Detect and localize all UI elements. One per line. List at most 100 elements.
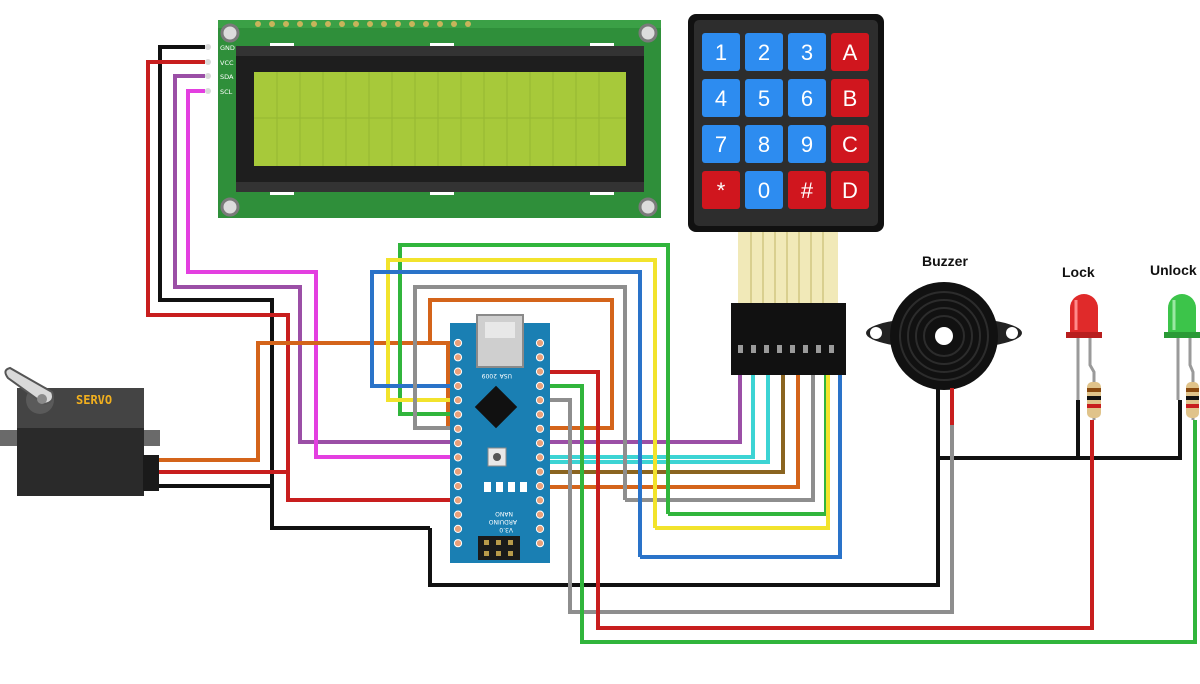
nano-pin-left-11	[453, 496, 463, 505]
nano-pin-left-6	[453, 424, 463, 433]
wire-loop-orange	[428, 298, 614, 430]
nano-pin-left-3	[453, 381, 463, 390]
nano-pin-right-13	[535, 524, 545, 534]
wire-kp-4	[540, 373, 785, 474]
keypad-key-label: 7	[715, 132, 727, 157]
nano-mcu-chip	[474, 385, 518, 429]
buzzer-label: Buzzer	[922, 253, 968, 269]
keypad-key-label: B	[843, 86, 858, 111]
nano-pin-left-10	[453, 481, 463, 491]
keypad-key-7[interactable]	[702, 125, 740, 163]
arduino-nano: USA 2009 ARDUINO NANO V3.0	[450, 314, 550, 563]
keypad-key-d[interactable]	[831, 171, 869, 209]
wire-buzzer-signal	[540, 395, 954, 614]
keypad-key-8[interactable]	[745, 125, 783, 163]
wire-lcd-sda	[173, 74, 458, 444]
nano-pin-right-3	[535, 381, 545, 390]
nano-pin-right-2	[535, 367, 545, 376]
wire-lcd-scl	[186, 89, 458, 459]
keypad-key-9[interactable]	[788, 125, 826, 163]
keypad-key-0[interactable]	[745, 171, 783, 209]
nano-pin-left-0	[453, 338, 463, 348]
lcd-hole-br	[638, 197, 658, 217]
wire-gnd-buzzer	[428, 395, 940, 587]
nano-pin-right-8	[535, 453, 545, 462]
nano-pin-headers	[453, 338, 545, 548]
nano-pin-right-12	[535, 510, 545, 519]
keypad-key-label: 4	[715, 86, 727, 111]
lock-led-bulb	[1070, 294, 1098, 335]
lcd-i2c-pins: GND VCC SDA SCL	[205, 44, 235, 96]
keypad-key-2[interactable]	[745, 33, 783, 71]
lcd-header-pins	[255, 21, 471, 27]
wire-kp-8	[655, 373, 830, 530]
lock-led: Lock	[1062, 264, 1102, 420]
nano-pin-right-14	[535, 539, 545, 548]
lcd-pin-scl: SCL	[220, 88, 233, 96]
keypad-key-label: 9	[801, 132, 813, 157]
servo-motor: SERVO	[0, 366, 160, 496]
lcd-pin-gnd: GND	[220, 44, 235, 52]
keypad-key-4[interactable]	[702, 79, 740, 117]
wire-led-ground	[938, 400, 1182, 460]
servo-label: SERVO	[76, 393, 112, 407]
keypad-key-label: 2	[758, 40, 770, 65]
nano-year: 2009	[482, 372, 497, 379]
keypad-key-1[interactable]	[702, 33, 740, 71]
keypad-key-label: D	[842, 178, 858, 203]
nano-pin-right-11	[535, 496, 545, 505]
nano-pin-right-5	[535, 410, 545, 419]
wire-lock-led	[540, 370, 1094, 630]
wire-loop-gray	[413, 285, 627, 500]
wire-lcd-gnd	[158, 45, 430, 530]
lcd-char-grid	[254, 72, 626, 166]
keypad-key-label: 3	[801, 40, 813, 65]
nano-silk-nano: NANO	[495, 510, 513, 517]
unlock-led-bulb	[1168, 294, 1196, 335]
keypad-key-label: 8	[758, 132, 770, 157]
keypad-key-hash[interactable]	[788, 171, 826, 209]
piezo-buzzer: Buzzer	[866, 253, 1022, 425]
lcd-pin-vcc: VCC	[220, 59, 234, 67]
nano-pin-left-14	[453, 539, 463, 548]
keypad-key-3[interactable]	[788, 33, 826, 71]
nano-pin-right-6	[535, 424, 545, 433]
nano-pin-left-12	[453, 510, 463, 519]
lcd-screen	[254, 72, 626, 166]
nano-pin-right-9	[535, 467, 545, 476]
keypad-key-label: 6	[801, 86, 813, 111]
lcd-pin-sda: SDA	[220, 73, 234, 81]
keypad-key-label: 0	[758, 178, 770, 203]
nano-pin-left-8	[453, 453, 463, 462]
wire-kp-9	[640, 373, 842, 559]
keypad-key-label: A	[843, 40, 858, 65]
keypad-key-6[interactable]	[788, 79, 826, 117]
nano-usb-label: USA	[499, 372, 512, 379]
nano-pin-left-4	[453, 396, 463, 405]
wire-kp-2	[540, 373, 755, 459]
nano-pin-left-9	[453, 467, 463, 476]
nano-pin-right-4	[535, 396, 545, 405]
wire-kp-1	[458, 373, 742, 444]
nano-silk-version: V3.0	[499, 526, 513, 533]
unlock-led-label: Unlock	[1150, 262, 1197, 278]
wire-loop-yellow	[386, 258, 657, 528]
wire-unlock-led	[540, 384, 1197, 644]
keypad-key-c[interactable]	[831, 125, 869, 163]
keypad-key-b[interactable]	[831, 79, 869, 117]
nano-pin-left-5	[453, 410, 463, 419]
keypad-key-label: #	[801, 178, 814, 203]
wire-loop-green	[398, 243, 670, 514]
nano-pin-left-7	[453, 439, 463, 448]
nano-pin-right-0	[535, 338, 545, 348]
keypad-connector	[731, 303, 846, 375]
lock-led-label: Lock	[1062, 264, 1095, 280]
keypad-key-a[interactable]	[831, 33, 869, 71]
keypad-key-star[interactable]	[702, 171, 740, 209]
nano-icsp-header	[478, 536, 520, 560]
keypad-key-5[interactable]	[745, 79, 783, 117]
lcd-hole-bl	[220, 197, 240, 217]
